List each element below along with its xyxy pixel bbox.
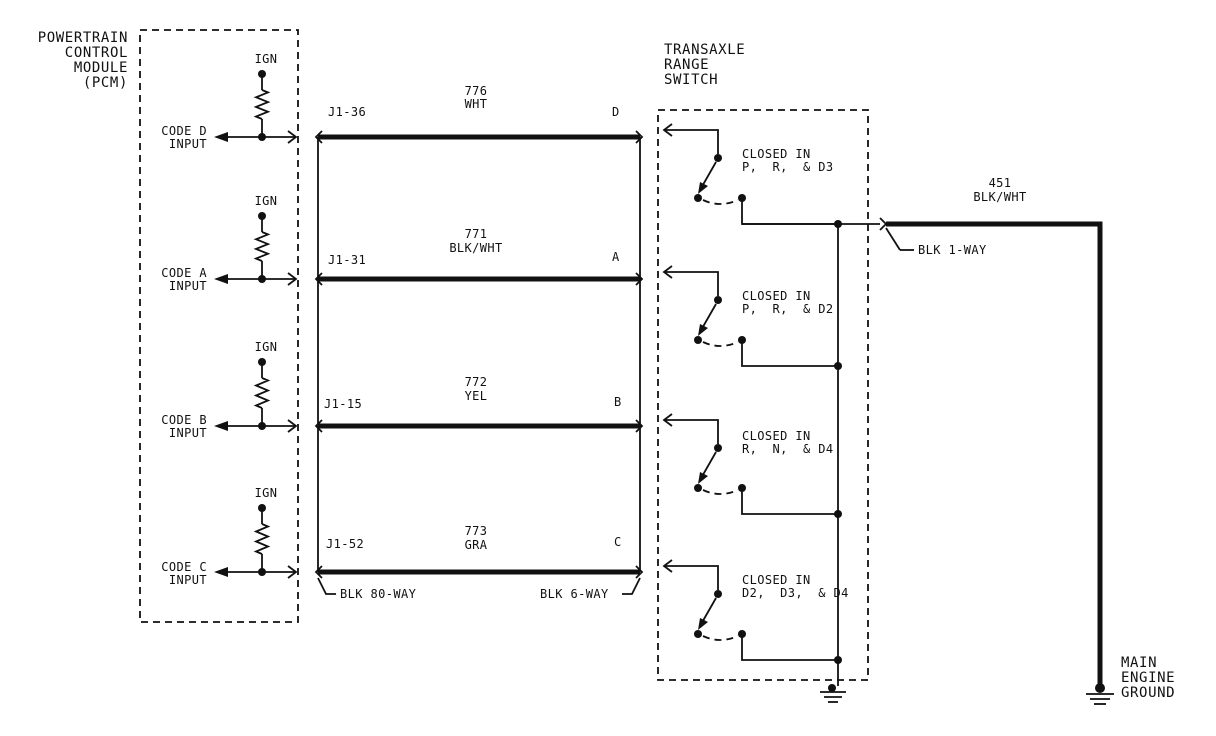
contact-linkage — [702, 341, 739, 347]
circuit-776-color: WHT — [464, 97, 488, 111]
pin-j1-52: J1-52 — [326, 537, 365, 551]
contact-blade-arrow — [698, 324, 708, 336]
switch-ground-symbol — [820, 684, 846, 703]
switch-connector-pin — [635, 130, 644, 144]
main-engine-ground-symbol — [1086, 683, 1114, 705]
switch-connector-pin — [635, 272, 644, 286]
ign-label-a: IGN — [254, 194, 278, 208]
input-arrow-left — [214, 132, 228, 142]
terminal-b: B — [614, 395, 622, 409]
pcm-connector-pin — [314, 419, 323, 433]
contact-lead — [664, 419, 719, 444]
input-arrow-left — [214, 274, 228, 284]
contact-blade-arrow — [698, 182, 708, 194]
contact-blade-arrow — [698, 618, 708, 630]
contact-to-bus — [741, 198, 838, 225]
circuit-772-number: 772 — [464, 375, 488, 389]
pull-up-resistor — [253, 377, 271, 409]
pin-j1-36: J1-36 — [328, 105, 367, 119]
ign-label-c: IGN — [254, 486, 278, 500]
code-b-input-label: CODE B INPUT — [161, 413, 207, 440]
contact-lead — [664, 565, 719, 590]
code-a-input-label: CODE A INPUT — [161, 266, 207, 293]
switch-connector-pin — [635, 419, 644, 433]
circuit-771-number: 771 — [464, 227, 488, 241]
contact-lead — [664, 129, 719, 154]
contact-blade-arrow — [698, 472, 708, 484]
connector-chevron — [287, 272, 298, 286]
contact-to-bus — [741, 340, 838, 367]
pin-j1-15: J1-15 — [324, 397, 363, 411]
circuit-773-number: 773 — [464, 524, 488, 538]
pull-up-resistor — [253, 89, 271, 120]
contact-2-label: CLOSED IN P, R, & D2 — [742, 289, 834, 316]
pin-j1-31: J1-31 — [328, 253, 367, 267]
contact-movable-dot — [694, 484, 702, 492]
contact-pivot-dot — [714, 154, 722, 162]
ign-label-b: IGN — [254, 340, 278, 354]
ground-wire-451 — [886, 221, 1103, 684]
range-switch-contact-3 — [662, 413, 842, 518]
contact-pivot-dot — [714, 296, 722, 304]
input-arrow-left — [214, 567, 228, 577]
circuit-773-color: GRA — [464, 538, 488, 552]
contact-1-label: CLOSED IN P, R, & D3 — [742, 147, 834, 174]
connector-chevron — [287, 565, 298, 579]
contact-movable-dot — [694, 336, 702, 344]
contact-linkage — [702, 635, 739, 641]
pull-up-resistor — [253, 231, 271, 262]
main-engine-ground-label: MAIN ENGINE GROUND — [1121, 655, 1176, 701]
pcm-input-c — [214, 504, 298, 579]
blk-1-way-label: BLK 1-WAY — [918, 243, 987, 257]
ground-wire-number: 451 — [988, 176, 1012, 190]
contact-linkage — [702, 489, 739, 495]
contact-to-bus — [741, 634, 838, 661]
contact-to-bus — [741, 488, 838, 515]
ground-wire-color: BLK/WHT — [973, 190, 1027, 204]
connector-chevron — [287, 419, 298, 433]
circuit-772-color: YEL — [464, 389, 488, 403]
terminal-a: A — [612, 250, 620, 264]
switch-connector-pin — [635, 565, 644, 579]
terminal-c: C — [614, 535, 622, 549]
pcm-input-a — [214, 212, 298, 286]
range-switch-title: TRANSAXLE RANGE SWITCH — [664, 42, 746, 88]
pcm-connector-pin — [314, 130, 323, 144]
contact-movable-dot — [694, 194, 702, 202]
contact-lead — [664, 271, 719, 296]
terminal-d: D — [612, 105, 620, 119]
blk-80-way-label: BLK 80-WAY — [340, 587, 417, 601]
range-switch-boundary — [657, 109, 869, 681]
ground-connector-pin — [879, 217, 888, 231]
contact-linkage — [702, 199, 739, 205]
connector-chevron — [287, 130, 298, 144]
input-arrow-left — [214, 421, 228, 431]
contact-pivot-dot — [714, 444, 722, 452]
blk-6-way-label: BLK 6-WAY — [540, 587, 609, 601]
contact-pivot-dot — [714, 590, 722, 598]
pcm-title: POWERTRAIN CONTROL MODULE (PCM) — [37, 30, 128, 91]
contact-3-label: CLOSED IN R, N, & D4 — [742, 429, 834, 456]
ign-label-d: IGN — [254, 52, 278, 66]
blk-6-way-leader — [622, 577, 641, 595]
range-switch-contact-1 — [662, 123, 842, 228]
contact-4-label: CLOSED IN D2, D3, & D4 — [742, 573, 849, 600]
pcm-connector-pin — [314, 272, 323, 286]
range-switch-contact-4 — [662, 559, 842, 664]
blk-1-way-leader — [885, 227, 901, 251]
pcm-input-b — [214, 358, 298, 433]
pcm-boundary — [139, 29, 299, 623]
pull-up-resistor — [253, 523, 271, 555]
blk-80-way-leader — [317, 577, 336, 595]
range-switch-contact-2 — [662, 265, 842, 370]
code-d-input-label: CODE D INPUT — [161, 124, 207, 151]
pcm-connector-pin — [314, 565, 323, 579]
circuit-776-number: 776 — [464, 84, 488, 98]
pcm-input-d — [214, 70, 298, 144]
contact-movable-dot — [694, 630, 702, 638]
code-c-input-label: CODE C INPUT — [161, 560, 207, 587]
circuit-771-color: BLK/WHT — [449, 241, 503, 255]
